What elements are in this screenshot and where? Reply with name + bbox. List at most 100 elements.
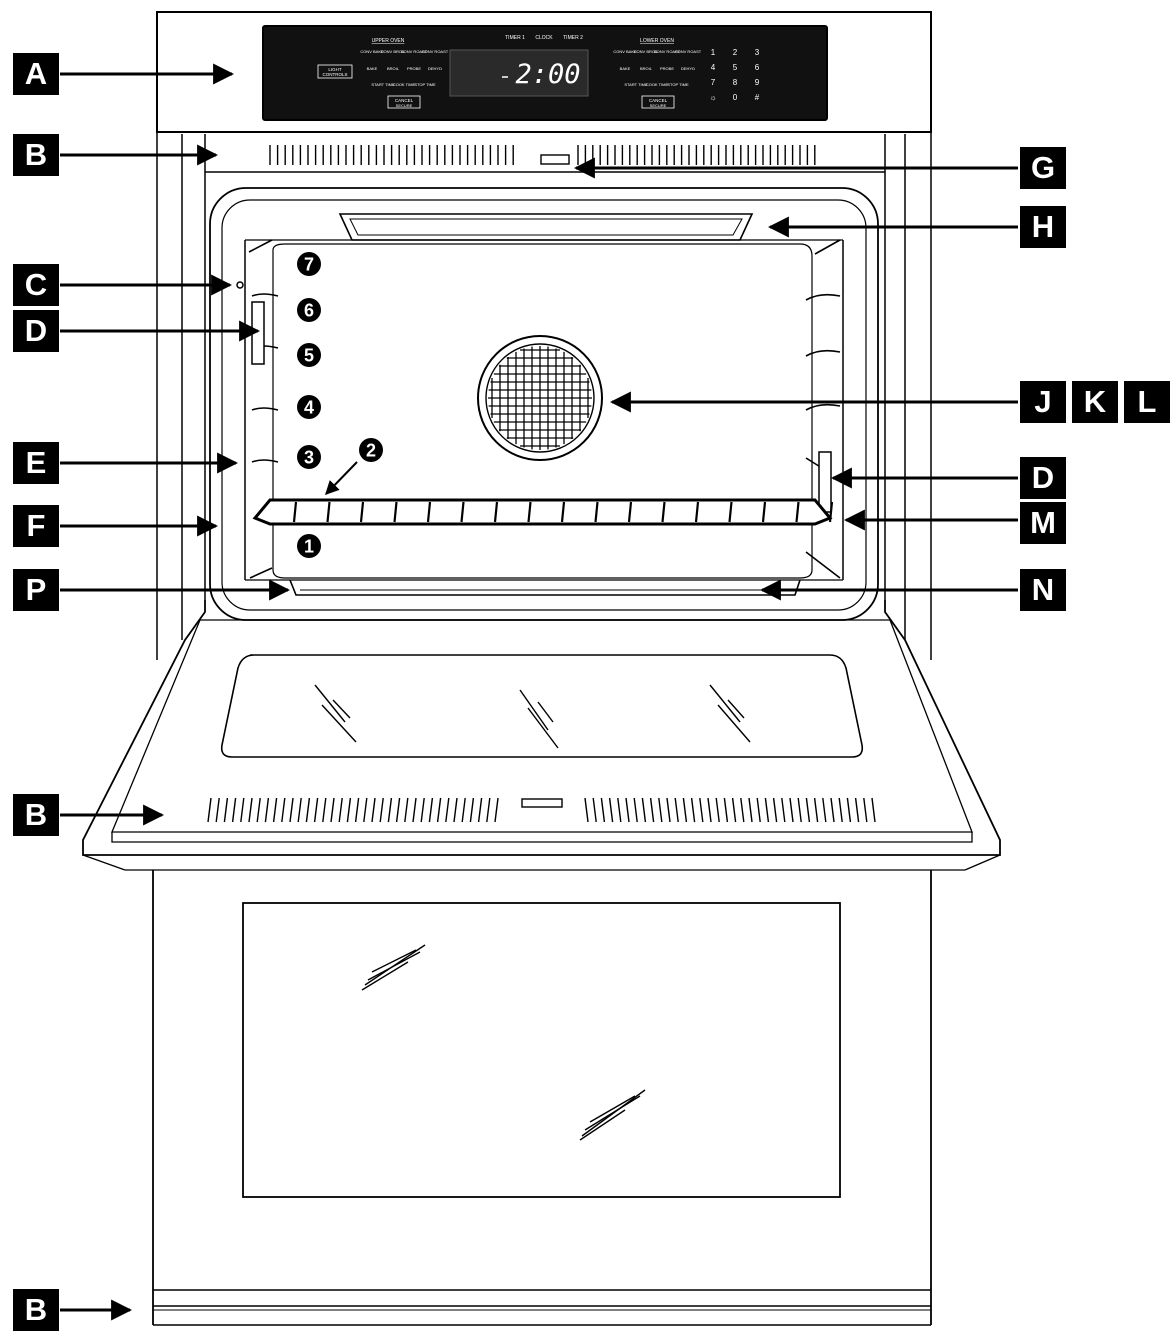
callout-B-bottom: B [13,1289,59,1331]
svg-text:CANCEL: CANCEL [395,98,414,103]
callout-B-door: B [13,794,59,836]
callout-C: C [13,264,59,306]
svg-text:4: 4 [711,63,716,72]
display-readout: 2:00 [515,59,580,90]
callout-J: J [1020,381,1066,423]
callout-M: M [1020,502,1066,544]
callout-N: N [1020,569,1066,611]
svg-text:2: 2 [733,48,738,57]
svg-text:COOK TIME: COOK TIME [646,82,669,87]
timer2-label: TIMER 2 [563,35,583,41]
rack-position-label: 6 [304,301,314,321]
svg-text:1: 1 [711,48,716,57]
rack-position-label: 4 [304,398,314,418]
callout-E: E [13,442,59,484]
rack-position-1: 1 [297,534,321,558]
number-keypad[interactable]: 1 2 3 4 5 6 7 8 9 ☼ 0 # [709,48,759,102]
convection-fan [477,335,603,461]
clock-display [449,49,589,97]
timer1-label: TIMER 1 [505,35,525,41]
oven-door-open [82,600,1001,871]
rack-position-label: 1 [304,537,314,557]
arrow-rack-2 [325,461,358,496]
svg-text:BAKE: BAKE [367,66,378,71]
svg-text:0: 0 [733,93,738,102]
svg-text:5: 5 [733,63,738,72]
lower-oven-label: LOWER OVEN [640,38,674,44]
svg-text:START TIME: START TIME [371,82,395,87]
callout-H: H [1020,206,1066,248]
callout-B-top: B [13,134,59,176]
svg-text:CONV BROIL: CONV BROIL [634,49,659,54]
broil-element [338,213,754,241]
svg-text:8: 8 [733,78,738,87]
lower-oven-buttons[interactable]: CONV BAKE CONV BROIL CONV ROAST CONV ROA… [613,49,702,109]
svg-text:CONV BAKE: CONV BAKE [613,49,637,54]
callout-L: L [1124,381,1170,423]
door-latch-slot [540,154,570,165]
lower-oven [125,869,965,1326]
callout-A: A [13,53,59,95]
rack-position-7: 7 [297,252,321,276]
svg-text:SECURE: SECURE [650,103,667,108]
svg-text:6: 6 [755,63,760,72]
rack-position-4: 4 [297,395,321,419]
svg-text:DEHYD: DEHYD [681,66,695,71]
rack-position-label: 7 [304,255,314,275]
lower-door-reflections [361,944,646,1141]
rack-guides-right [805,239,841,579]
clock-label: CLOCK [535,35,553,41]
rack-position-label: 2 [366,441,376,461]
upper-oven-buttons[interactable]: CONV BAKE CONV BROIL CONV ROAST CONV ROA… [360,49,449,109]
rack-position-6: 6 [297,298,321,322]
rack-position-label: 5 [304,346,314,366]
door-vent-slots [207,797,876,823]
light-controls-button[interactable] [317,64,353,79]
svg-text:CONV ROAST: CONV ROAST [675,49,702,54]
callout-D-left: D [13,310,59,352]
rack-position-markers: 1 2 3 4 5 6 7 [297,252,383,558]
svg-text:7: 7 [711,78,716,87]
upper-vent-slots [269,145,816,165]
rack-position-5: 5 [297,343,321,367]
rack-guides-left [248,239,279,579]
oven-light [236,281,244,289]
svg-text:STOP TIME: STOP TIME [414,82,436,87]
upper-oven-frame [156,132,932,660]
svg-text:#: # [755,93,760,102]
svg-text:DEHYD: DEHYD [428,66,442,71]
svg-text:CONV BROIL: CONV BROIL [381,49,406,54]
svg-text:3: 3 [755,48,760,57]
svg-text:CONV ROAST: CONV ROAST [654,49,681,54]
svg-text:BROIL: BROIL [387,66,400,71]
svg-text:PROBE: PROBE [407,66,421,71]
svg-text:START TIME: START TIME [624,82,648,87]
svg-text:CANCEL: CANCEL [649,98,668,103]
oven-rack [252,498,834,526]
svg-text:☼: ☼ [709,93,716,102]
rack-position-3: 3 [297,445,321,469]
callout-G: G [1020,147,1066,189]
callout-P: P [13,569,59,611]
svg-text:9: 9 [755,78,760,87]
upper-oven-label: UPPER OVEN [372,38,405,44]
callout-F: F [13,505,59,547]
controls-label: CONTROLS [322,72,347,77]
door-latch-keeper [521,798,563,808]
rack-position-label: 3 [304,448,314,468]
svg-text:SECURE: SECURE [396,103,413,108]
svg-text:CONV ROAST: CONV ROAST [422,49,449,54]
rack-position-2: 2 [359,438,383,462]
bottom-element [289,579,801,596]
light-label: LIGHT [328,67,342,72]
rack-slide-right [818,451,832,513]
control-panel: UPPER OVEN LOWER OVEN TIMER 1 CLOCK TIME… [317,35,760,109]
callout-D-right: D [1020,457,1066,499]
svg-text:COOK TIME: COOK TIME [393,82,416,87]
svg-text:CONV ROAST: CONV ROAST [401,49,428,54]
rack-slide-left [251,301,265,365]
callout-K: K [1072,381,1118,423]
callout-arrows [60,63,1018,1321]
